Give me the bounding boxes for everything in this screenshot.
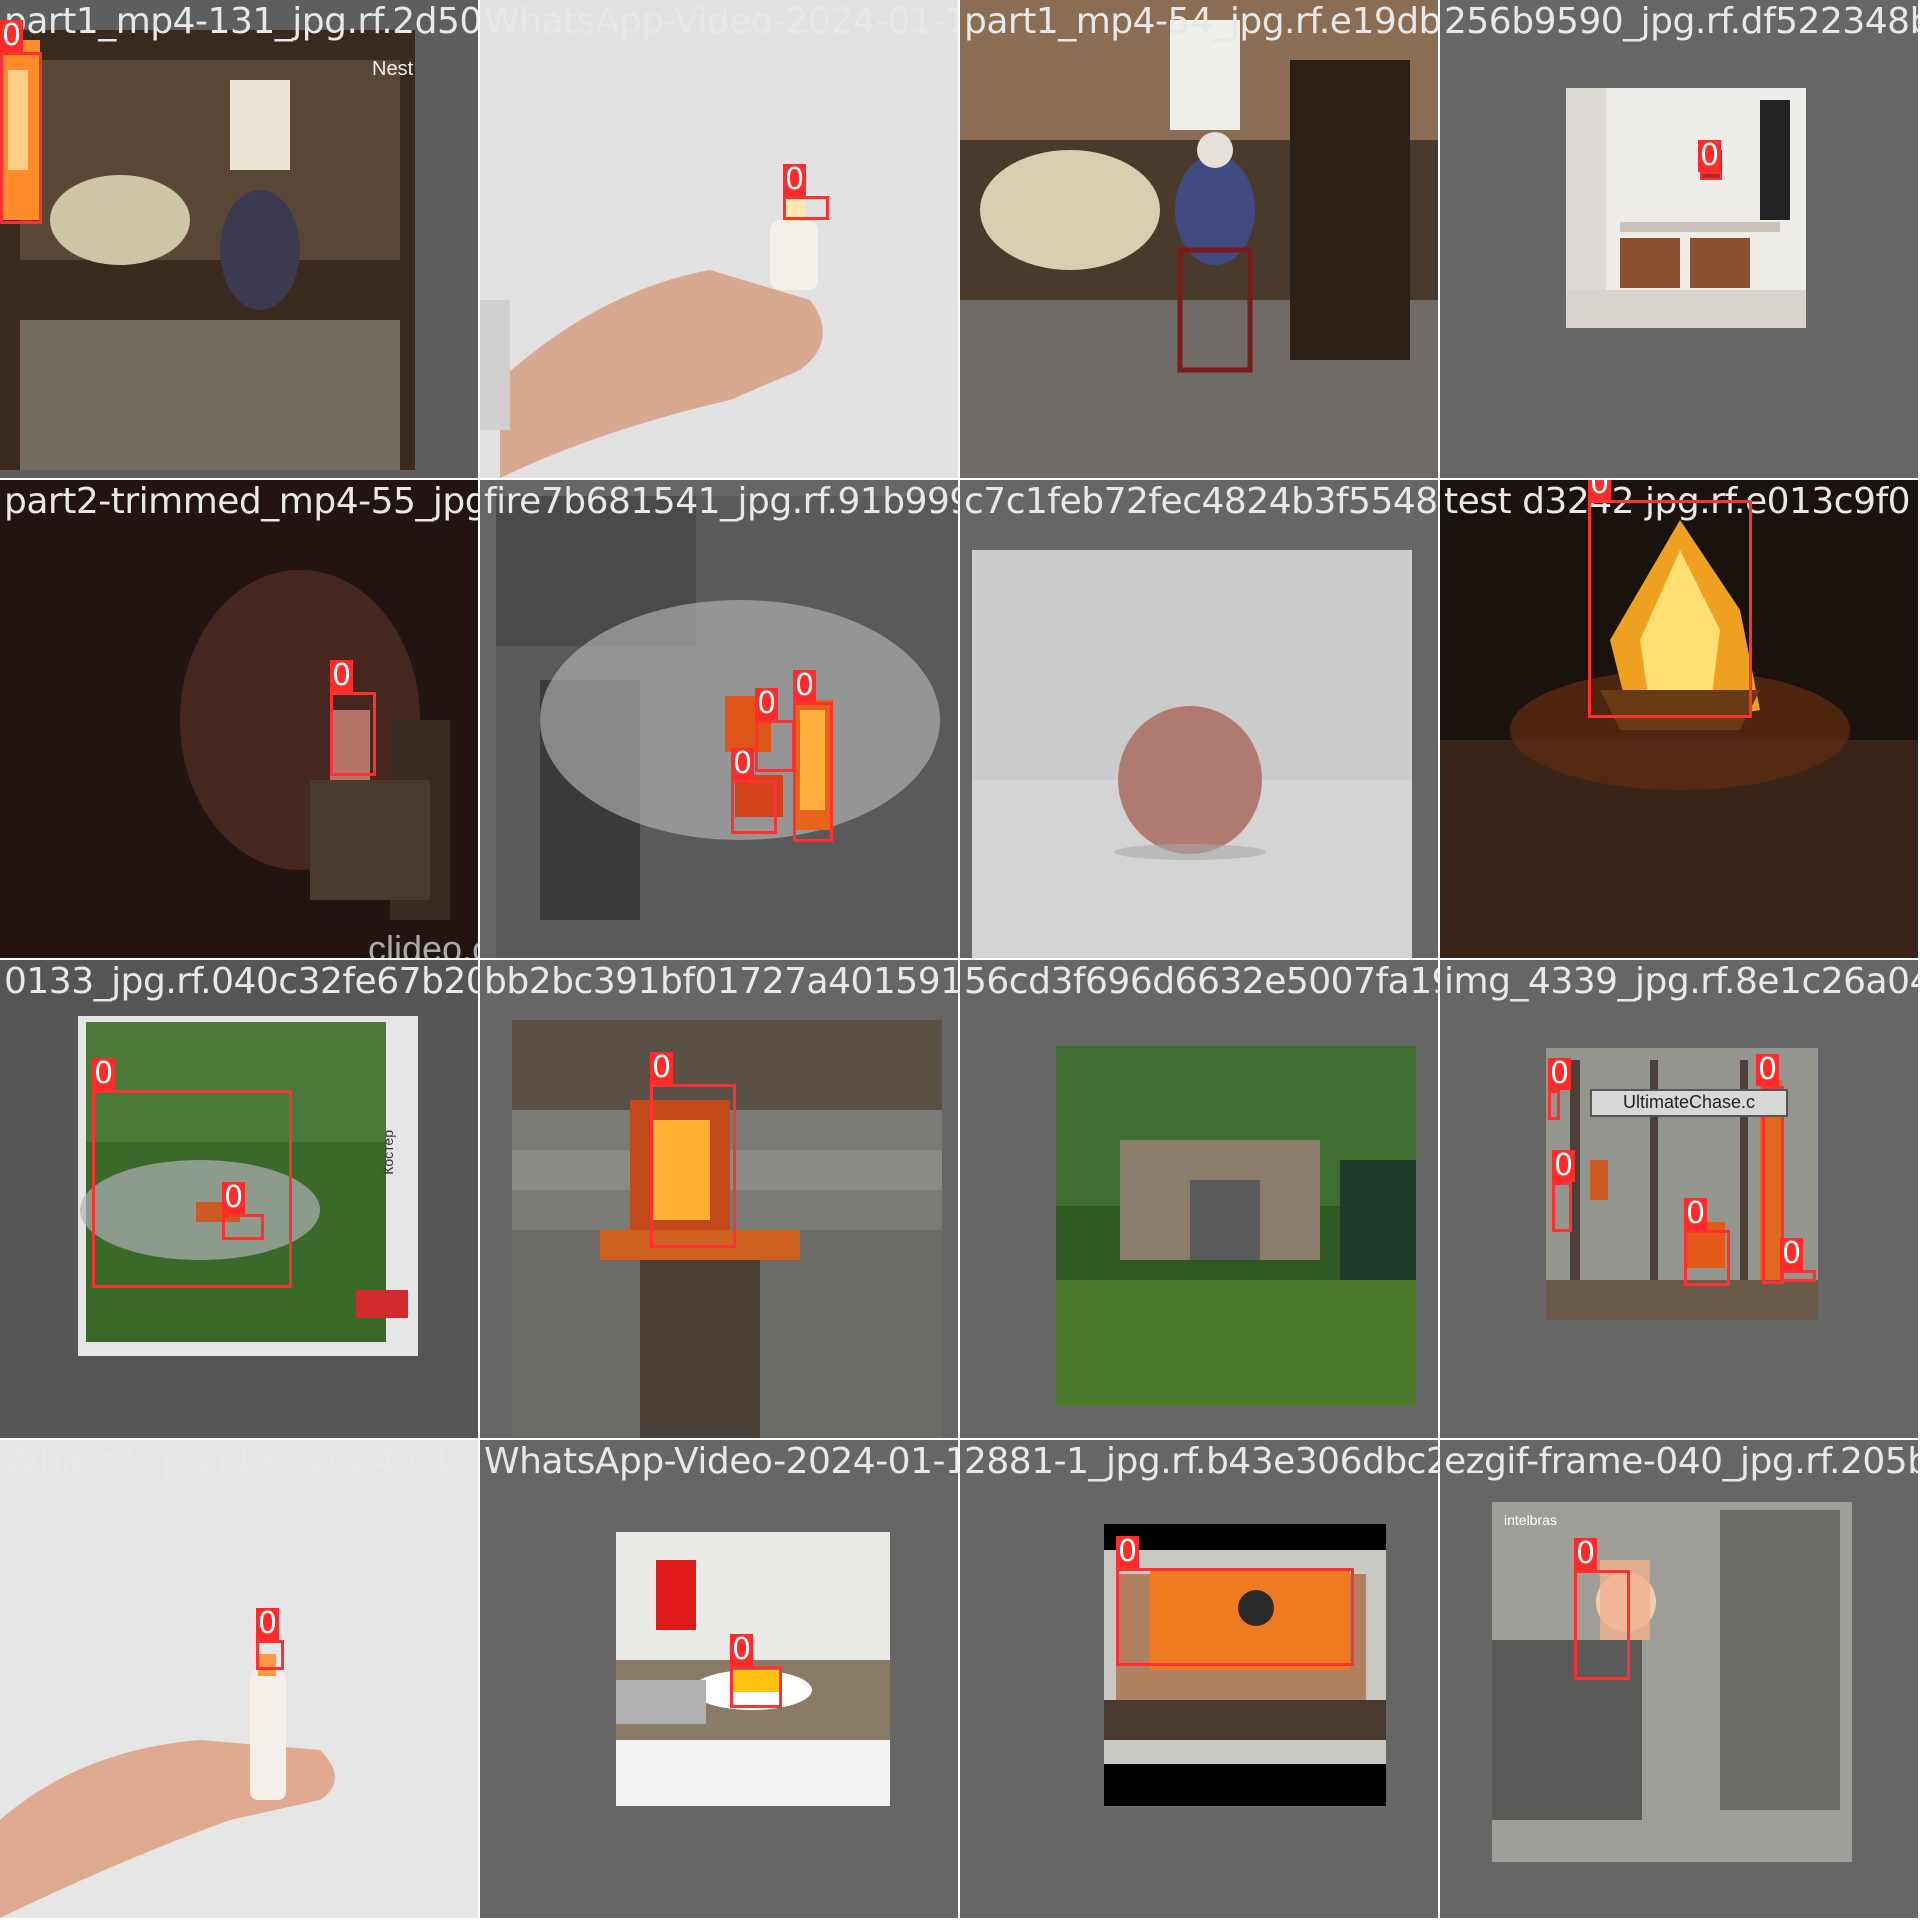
tile-5-image bbox=[0, 480, 478, 958]
tile-title: img_4339_jpg.rf.8e1c26a04 bbox=[1444, 961, 1918, 1002]
class-label: 0 bbox=[1552, 1148, 1576, 1183]
tile-title: WhatsApp-Video-2024-01-1 bbox=[484, 1, 958, 42]
class-label: 0 bbox=[1780, 1236, 1804, 1271]
tile-6: fire7b681541_jpg.rf.91b999a22c 0 0 0 bbox=[480, 480, 958, 958]
tile-14-image bbox=[480, 1440, 958, 1918]
detection-box bbox=[1548, 1090, 1560, 1120]
detection-box bbox=[1762, 1086, 1784, 1284]
tile-title: 2881-1_jpg.rf.b43e306dbc2947 bbox=[964, 1441, 1438, 1482]
tile-4: 256b9590_jpg.rf.df522348b1b 0 bbox=[1440, 0, 1918, 478]
tile-title: 256b9590_jpg.rf.df522348b1b bbox=[1444, 1, 1918, 42]
detection-box bbox=[783, 196, 829, 220]
tile-15: 2881-1_jpg.rf.b43e306dbc2947 0 bbox=[960, 1440, 1438, 1918]
class-label: 0 bbox=[222, 1180, 246, 1215]
tile-10: bb2bc391bf01727a401591a9 0 bbox=[480, 960, 958, 1438]
detection-box bbox=[256, 1640, 284, 1670]
tile-16-image bbox=[1440, 1440, 1918, 1918]
tile-1: Nest part1_mp4-131_jpg.rf.2d50e 0 bbox=[0, 0, 478, 478]
class-label: 0 bbox=[650, 1050, 674, 1085]
tile-16: intelbras ezgif-frame-040_jpg.rf.205b9 0 bbox=[1440, 1440, 1918, 1918]
tile-title: bb2bc391bf01727a401591a9 bbox=[484, 961, 958, 1002]
detection-box bbox=[731, 780, 777, 834]
detection-box bbox=[0, 52, 42, 224]
detection-box bbox=[1780, 1270, 1816, 1282]
tile-14: WhatsApp-Video-2024-01-12 0 bbox=[480, 1440, 958, 1918]
tile-10-image bbox=[480, 960, 958, 1438]
detection-box bbox=[1574, 1570, 1630, 1680]
class-label: 0 bbox=[755, 686, 779, 721]
tile-13-image bbox=[0, 1440, 478, 1918]
tile-title: 0133_jpg.rf.040c32fe67b203 bbox=[4, 961, 478, 1002]
tile-12: img_4339_jpg.rf.8e1c26a04 0 0 0 0 0 bbox=[1440, 960, 1918, 1438]
class-label: 0 bbox=[793, 668, 817, 703]
class-label: 0 bbox=[783, 162, 807, 197]
tile-title: WhatsApp-Video-2024-01-12 bbox=[484, 1441, 958, 1482]
detection-box bbox=[650, 1084, 736, 1248]
video-watermark: clideo.co bbox=[368, 928, 478, 958]
tile-15-image bbox=[960, 1440, 1438, 1918]
tile-2-image bbox=[480, 0, 958, 478]
tile-3-image bbox=[960, 0, 1438, 478]
tile-5: clideo.co part2-trimmed_mp4-55_jpg.rf. 0 bbox=[0, 480, 478, 958]
tile-title: fire7b681541_jpg.rf.91b999a22c bbox=[484, 481, 958, 522]
tile-4-image bbox=[1440, 0, 1918, 478]
tile-8: test d3242 jpg.rf.e013c9f0 0 bbox=[1440, 480, 1918, 958]
video-banner: UltimateChase.c bbox=[1590, 1089, 1788, 1117]
class-label: 0 bbox=[730, 1632, 754, 1667]
tile-13: WhatsApp-Video-2024-01-1 0 bbox=[0, 1440, 478, 1918]
tile-title: part2-trimmed_mp4-55_jpg.rf. bbox=[4, 481, 478, 522]
detection-box bbox=[755, 720, 795, 772]
class-label: 0 bbox=[1574, 1536, 1598, 1571]
class-label: 0 bbox=[1698, 138, 1722, 173]
tile-12-image bbox=[1440, 960, 1918, 1438]
detection-box bbox=[92, 1090, 292, 1288]
class-label: 0 bbox=[0, 18, 24, 53]
tile-2: WhatsApp-Video-2024-01-1 0 bbox=[480, 0, 958, 478]
tile-11: 56cd3f696d6632e5007fa1991e bbox=[960, 960, 1438, 1438]
tile-title: c7c1feb72fec4824b3f5548347e88 bbox=[964, 481, 1438, 522]
class-label: 0 bbox=[330, 658, 354, 693]
tile-3: part1_mp4-54_jpg.rf.e19db9 bbox=[960, 0, 1438, 478]
tile-6-image bbox=[480, 480, 958, 958]
class-label: 0 bbox=[1684, 1196, 1708, 1231]
detection-box bbox=[330, 692, 376, 776]
tile-8-image bbox=[1440, 480, 1918, 958]
tile-title: 56cd3f696d6632e5007fa1991e bbox=[964, 961, 1438, 1002]
class-label: 0 bbox=[1756, 1052, 1780, 1087]
tile-7: c7c1feb72fec4824b3f5548347e88 bbox=[960, 480, 1438, 958]
tile-title: WhatsApp-Video-2024-01-1 bbox=[4, 1441, 478, 1482]
detection-box bbox=[730, 1666, 782, 1708]
tile-title: part1_mp4-131_jpg.rf.2d50e bbox=[4, 1, 478, 42]
tile-title: part1_mp4-54_jpg.rf.e19db9 bbox=[964, 1, 1438, 42]
detection-box bbox=[1588, 500, 1752, 718]
card-caption: Костер bbox=[380, 1130, 396, 1175]
class-label: 0 bbox=[1588, 480, 1612, 500]
tile-11-image bbox=[960, 960, 1438, 1438]
camera-brand: intelbras bbox=[1504, 1512, 1557, 1528]
detection-box bbox=[793, 702, 833, 842]
class-label: 0 bbox=[256, 1606, 280, 1641]
tile-9: Костер 0133_jpg.rf.040c32fe67b203 0 0 bbox=[0, 960, 478, 1438]
class-label: 0 bbox=[1116, 1534, 1140, 1569]
detection-box bbox=[1116, 1568, 1354, 1666]
tile-title: ezgif-frame-040_jpg.rf.205b9 bbox=[1444, 1441, 1918, 1482]
detection-box bbox=[1552, 1182, 1572, 1232]
tile-7-image bbox=[960, 480, 1438, 958]
tile-1-image bbox=[0, 0, 478, 478]
detection-box bbox=[222, 1214, 264, 1240]
detection-box bbox=[1700, 172, 1722, 180]
class-label: 0 bbox=[731, 746, 755, 781]
class-label: 0 bbox=[92, 1056, 116, 1091]
class-label: 0 bbox=[1548, 1056, 1572, 1091]
detection-box bbox=[1684, 1230, 1730, 1286]
camera-watermark: Nest bbox=[372, 58, 414, 80]
